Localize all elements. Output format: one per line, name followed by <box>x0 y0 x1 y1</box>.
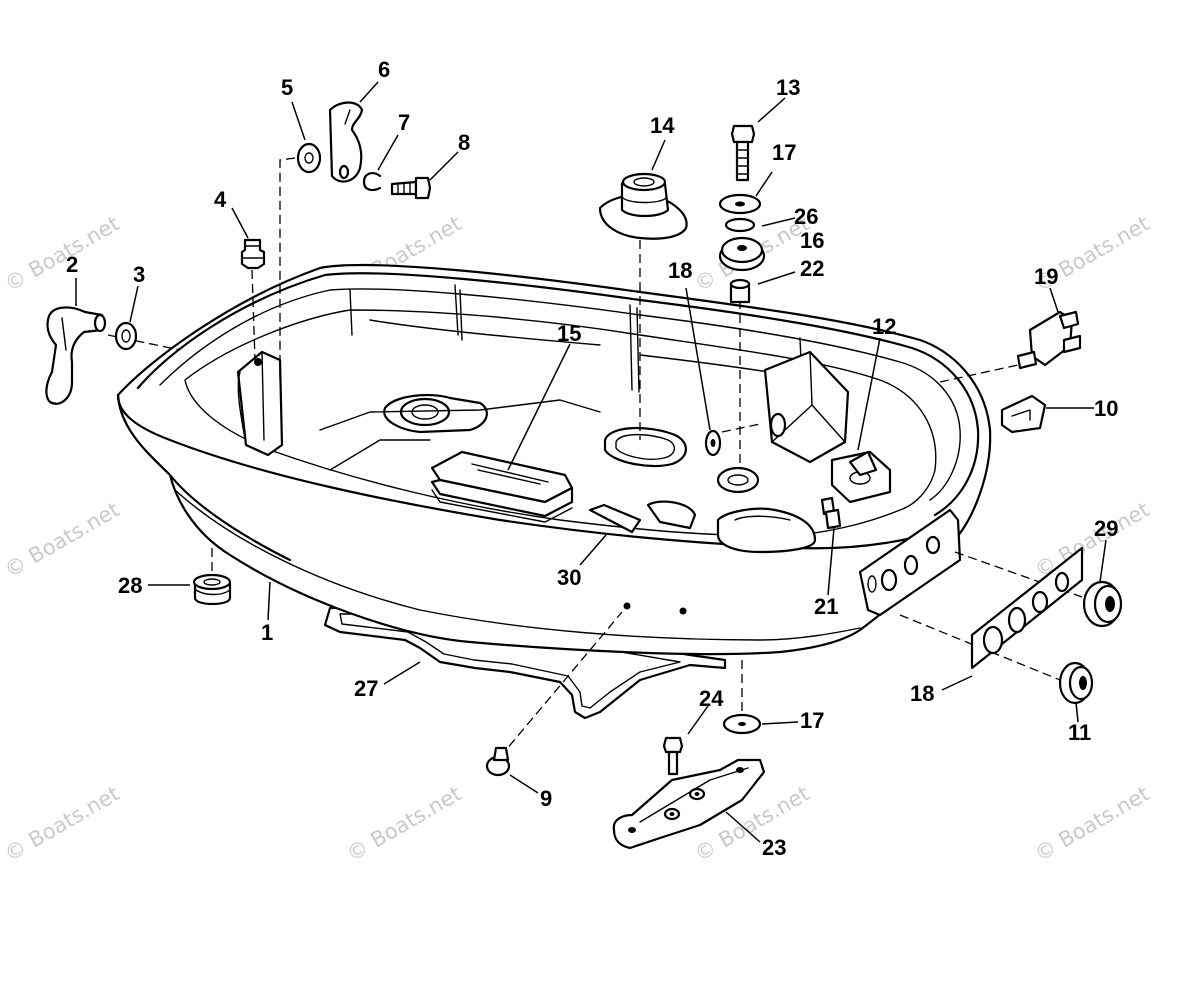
boot-part-14 <box>598 172 688 240</box>
lower-pan-part-1 <box>116 263 992 656</box>
callout-28: 28 <box>118 573 142 598</box>
watermark: © Boats.net <box>1031 497 1154 582</box>
callout-26: 26 <box>794 204 818 229</box>
callout-8: 8 <box>458 130 470 155</box>
washer-part-18 <box>704 429 722 457</box>
grommet-part-29 <box>1082 580 1123 628</box>
screw-part-8 <box>390 176 432 200</box>
callout-labels: 1 2 3 4 5 6 7 8 9 10 11 12 13 14 15 16 1… <box>66 57 1118 860</box>
screw-part-21 <box>820 496 842 530</box>
callout-23: 23 <box>762 835 786 860</box>
grommet-part-28 <box>192 573 232 606</box>
grommet-part-11 <box>1058 661 1094 705</box>
watermark: © Boats.net <box>343 781 466 866</box>
callout-30: 30 <box>557 565 581 590</box>
bracket-part-23 <box>612 758 766 850</box>
washer-part-17-bottom <box>722 713 762 735</box>
clip-part-7 <box>362 172 382 192</box>
callout-17-bottom: 17 <box>800 708 824 733</box>
callout-14: 14 <box>650 113 675 138</box>
callout-22: 22 <box>800 256 824 281</box>
callout-4: 4 <box>214 187 227 212</box>
callout-11: 11 <box>1068 720 1091 745</box>
callout-18-top: 18 <box>668 258 692 283</box>
leader-lines <box>75 81 1107 843</box>
callout-1: 1 <box>261 620 273 645</box>
callout-27: 27 <box>354 676 378 701</box>
callout-12: 12 <box>872 314 896 339</box>
bolt-part-13 <box>730 124 756 182</box>
bolt-part-24 <box>662 736 684 776</box>
callout-16: 16 <box>800 228 824 253</box>
latch-part-6 <box>328 101 364 183</box>
callout-24: 24 <box>699 686 724 711</box>
callout-18-bottom: 18 <box>910 681 934 706</box>
callout-29: 29 <box>1094 516 1118 541</box>
washer-part-3 <box>114 321 138 351</box>
callout-19: 19 <box>1034 264 1058 289</box>
lever-part-2 <box>45 306 107 405</box>
callout-6: 6 <box>378 57 390 82</box>
gasket-part-18 <box>970 546 1084 670</box>
callout-15: 15 <box>557 321 581 346</box>
watermark: © Boats.net <box>1031 781 1154 866</box>
callout-17-top: 17 <box>772 140 796 165</box>
plug-part-9 <box>485 746 511 777</box>
sleeve-part-22 <box>729 278 751 304</box>
callout-13: 13 <box>776 75 800 100</box>
callout-3: 3 <box>133 262 145 287</box>
callout-21: 21 <box>814 594 838 619</box>
fitting-part-4 <box>240 238 266 270</box>
clip-part-10 <box>1000 394 1047 434</box>
washer-part-17-top <box>718 193 762 215</box>
watermark: © Boats.net <box>1 211 124 296</box>
callout-9: 9 <box>540 786 552 811</box>
callout-5: 5 <box>281 75 293 100</box>
callout-10: 10 <box>1094 396 1118 421</box>
connector-part-19 <box>1016 310 1082 370</box>
callout-2: 2 <box>66 252 78 277</box>
washer-part-5 <box>296 142 322 174</box>
watermark: © Boats.net <box>1 497 124 582</box>
grommet-part-16 <box>718 217 766 272</box>
grommet-part-16-lower <box>716 466 760 494</box>
watermark: © Boats.net <box>1 781 124 866</box>
callout-7: 7 <box>398 110 410 135</box>
